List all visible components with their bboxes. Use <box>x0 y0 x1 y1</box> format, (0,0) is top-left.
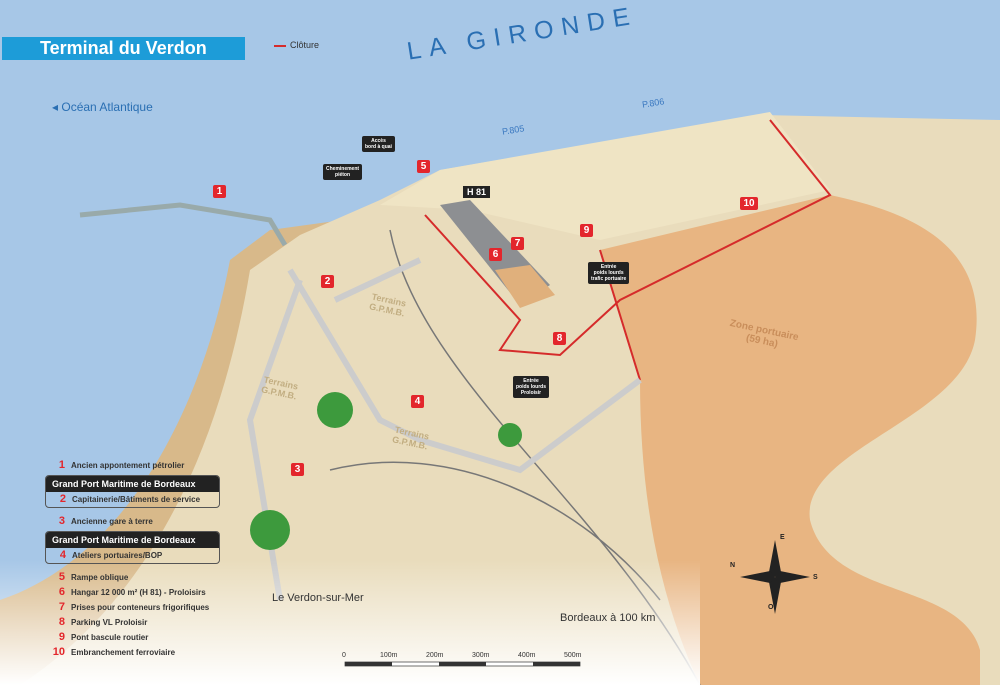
compass-n: N <box>730 562 736 569</box>
map-badge-5[interactable]: 5 <box>417 160 430 173</box>
page-title: Terminal du Verdon <box>2 37 245 60</box>
map-badge-2[interactable]: 2 <box>321 275 334 288</box>
map-badge-3[interactable]: 3 <box>291 463 304 476</box>
scale-tick-label: 0 <box>342 652 346 659</box>
fence-line-swatch <box>274 44 286 47</box>
trees <box>250 392 522 550</box>
compass-e: E <box>780 534 785 541</box>
old-jetty <box>79 202 288 247</box>
ocean-label: ◂ Océan Atlantique <box>52 100 153 114</box>
map-badge-1[interactable]: 1 <box>213 185 226 198</box>
scale-tick-label: 400m <box>518 652 536 659</box>
place-verdon: Le Verdon-sur-Mer <box>272 592 364 604</box>
place-bordeaux: Bordeaux à 100 km <box>560 612 656 624</box>
scale-tick-label: 300m <box>472 652 490 659</box>
map-badge-9[interactable]: 9 <box>580 224 593 237</box>
map-badge-7[interactable]: 7 <box>511 237 524 250</box>
quay-platform <box>380 112 830 240</box>
map-badge-10[interactable]: 10 <box>740 197 758 210</box>
scale-tick-label: 200m <box>426 652 444 659</box>
scale-tick-label: 500m <box>564 652 582 659</box>
map-badge-8[interactable]: 8 <box>553 332 566 345</box>
compass-rose <box>740 540 810 614</box>
scale-tick-label: 100m <box>380 652 398 659</box>
map-badge-4[interactable]: 4 <box>411 395 424 408</box>
hangar-annex <box>495 265 555 308</box>
fence-legend: Clôture <box>274 40 319 50</box>
compass-o: O <box>768 604 774 611</box>
scale-bar <box>344 661 581 667</box>
compass-s: S <box>813 574 818 581</box>
hangar-tag: H 81 <box>463 186 491 198</box>
map-badge-6[interactable]: 6 <box>489 248 502 261</box>
